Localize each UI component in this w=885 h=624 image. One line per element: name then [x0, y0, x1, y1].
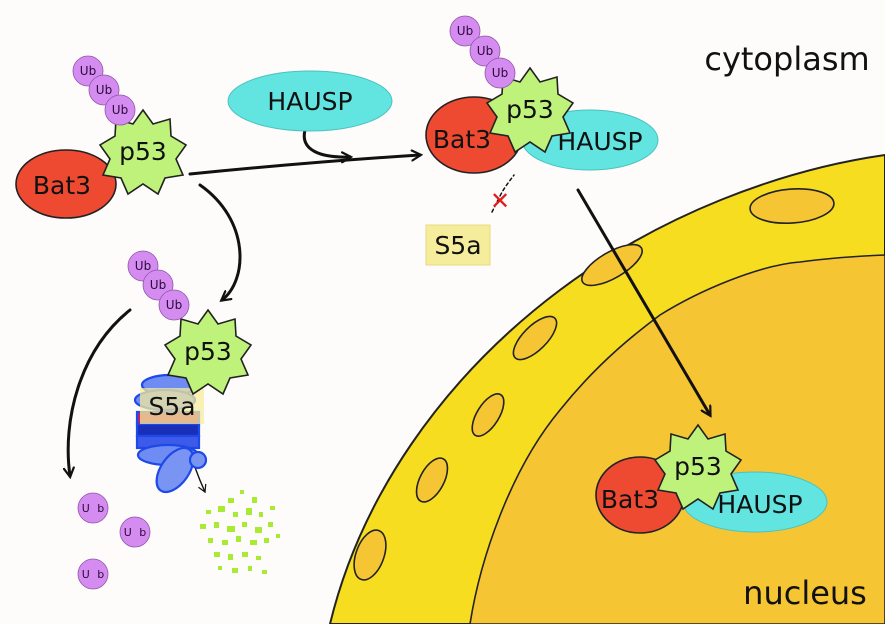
hausp-label: HAUSP	[557, 127, 642, 156]
ub-label: Ub	[457, 24, 473, 38]
s5a-label: S5a	[434, 231, 481, 260]
ub-label: U b	[124, 526, 149, 539]
free-ubiquitins: U b U b U b	[77, 492, 151, 590]
ub-label: Ub	[166, 298, 182, 312]
ub-label: U b	[82, 568, 107, 581]
ub-chain	[449, 15, 516, 89]
complex-bat3-p53-ub: Bat3 p53 Ub Ub Ub	[15, 55, 188, 219]
ub-label: Ub	[112, 103, 128, 117]
bat3-label: Bat3	[433, 125, 491, 154]
p53-label: p53	[506, 95, 554, 124]
hausp-label: HAUSP	[717, 490, 802, 519]
arrow-to-proteasome	[198, 183, 242, 300]
arrow-hausp-join	[302, 128, 350, 157]
p53-label: p53	[184, 337, 232, 366]
ub-label: Ub	[80, 64, 96, 78]
proteasome-complex: S5a p53 Ub Ub Ub	[127, 250, 253, 494]
p53-shape	[485, 66, 575, 154]
ub-label: Ub	[150, 278, 166, 292]
s5a-box	[425, 224, 491, 266]
bat3-label: Bat3	[601, 485, 659, 514]
arrow-to-nucleus	[576, 188, 710, 415]
ub-label: Ub	[135, 259, 151, 273]
complex-bat3-p53-hausp: HAUSP Bat3 p53 Ub Ub Ub	[425, 15, 659, 174]
blocked-x-icon: ✕	[490, 187, 510, 215]
nucleus	[328, 153, 885, 624]
ub-label: U b	[82, 502, 107, 515]
nuclear-pores	[353, 187, 835, 581]
arrow-to-free-ub	[68, 308, 132, 476]
p53-shape	[163, 308, 253, 396]
hausp-free: HAUSP	[227, 70, 393, 132]
p53-shape	[653, 423, 743, 511]
hausp-label: HAUSP	[267, 87, 352, 116]
p53-fragments	[200, 490, 280, 574]
bat3-label: Bat3	[33, 171, 91, 200]
ub-chain	[72, 55, 136, 126]
nucleus-label: nucleus	[743, 574, 867, 612]
arrows	[68, 128, 710, 494]
complex-nuclear-bat3-p53-hausp: HAUSP Bat3 p53	[595, 423, 828, 534]
ub-chain	[127, 250, 190, 321]
ub-label: Ub	[477, 44, 493, 58]
bat3-shape	[15, 149, 117, 219]
p53-shape	[98, 108, 188, 196]
p53-label: p53	[119, 137, 167, 166]
s5a-free: S5a	[425, 224, 491, 266]
blocked-link	[491, 174, 515, 213]
p53-label: p53	[674, 452, 722, 481]
hausp-shape	[227, 70, 393, 132]
s5a-label: S5a	[148, 392, 195, 421]
ub-label: Ub	[492, 66, 508, 80]
arrow-complex-to-hausp-complex	[188, 155, 420, 176]
cytoplasm-label: cytoplasm	[704, 40, 869, 78]
ub-label: Ub	[96, 83, 112, 97]
